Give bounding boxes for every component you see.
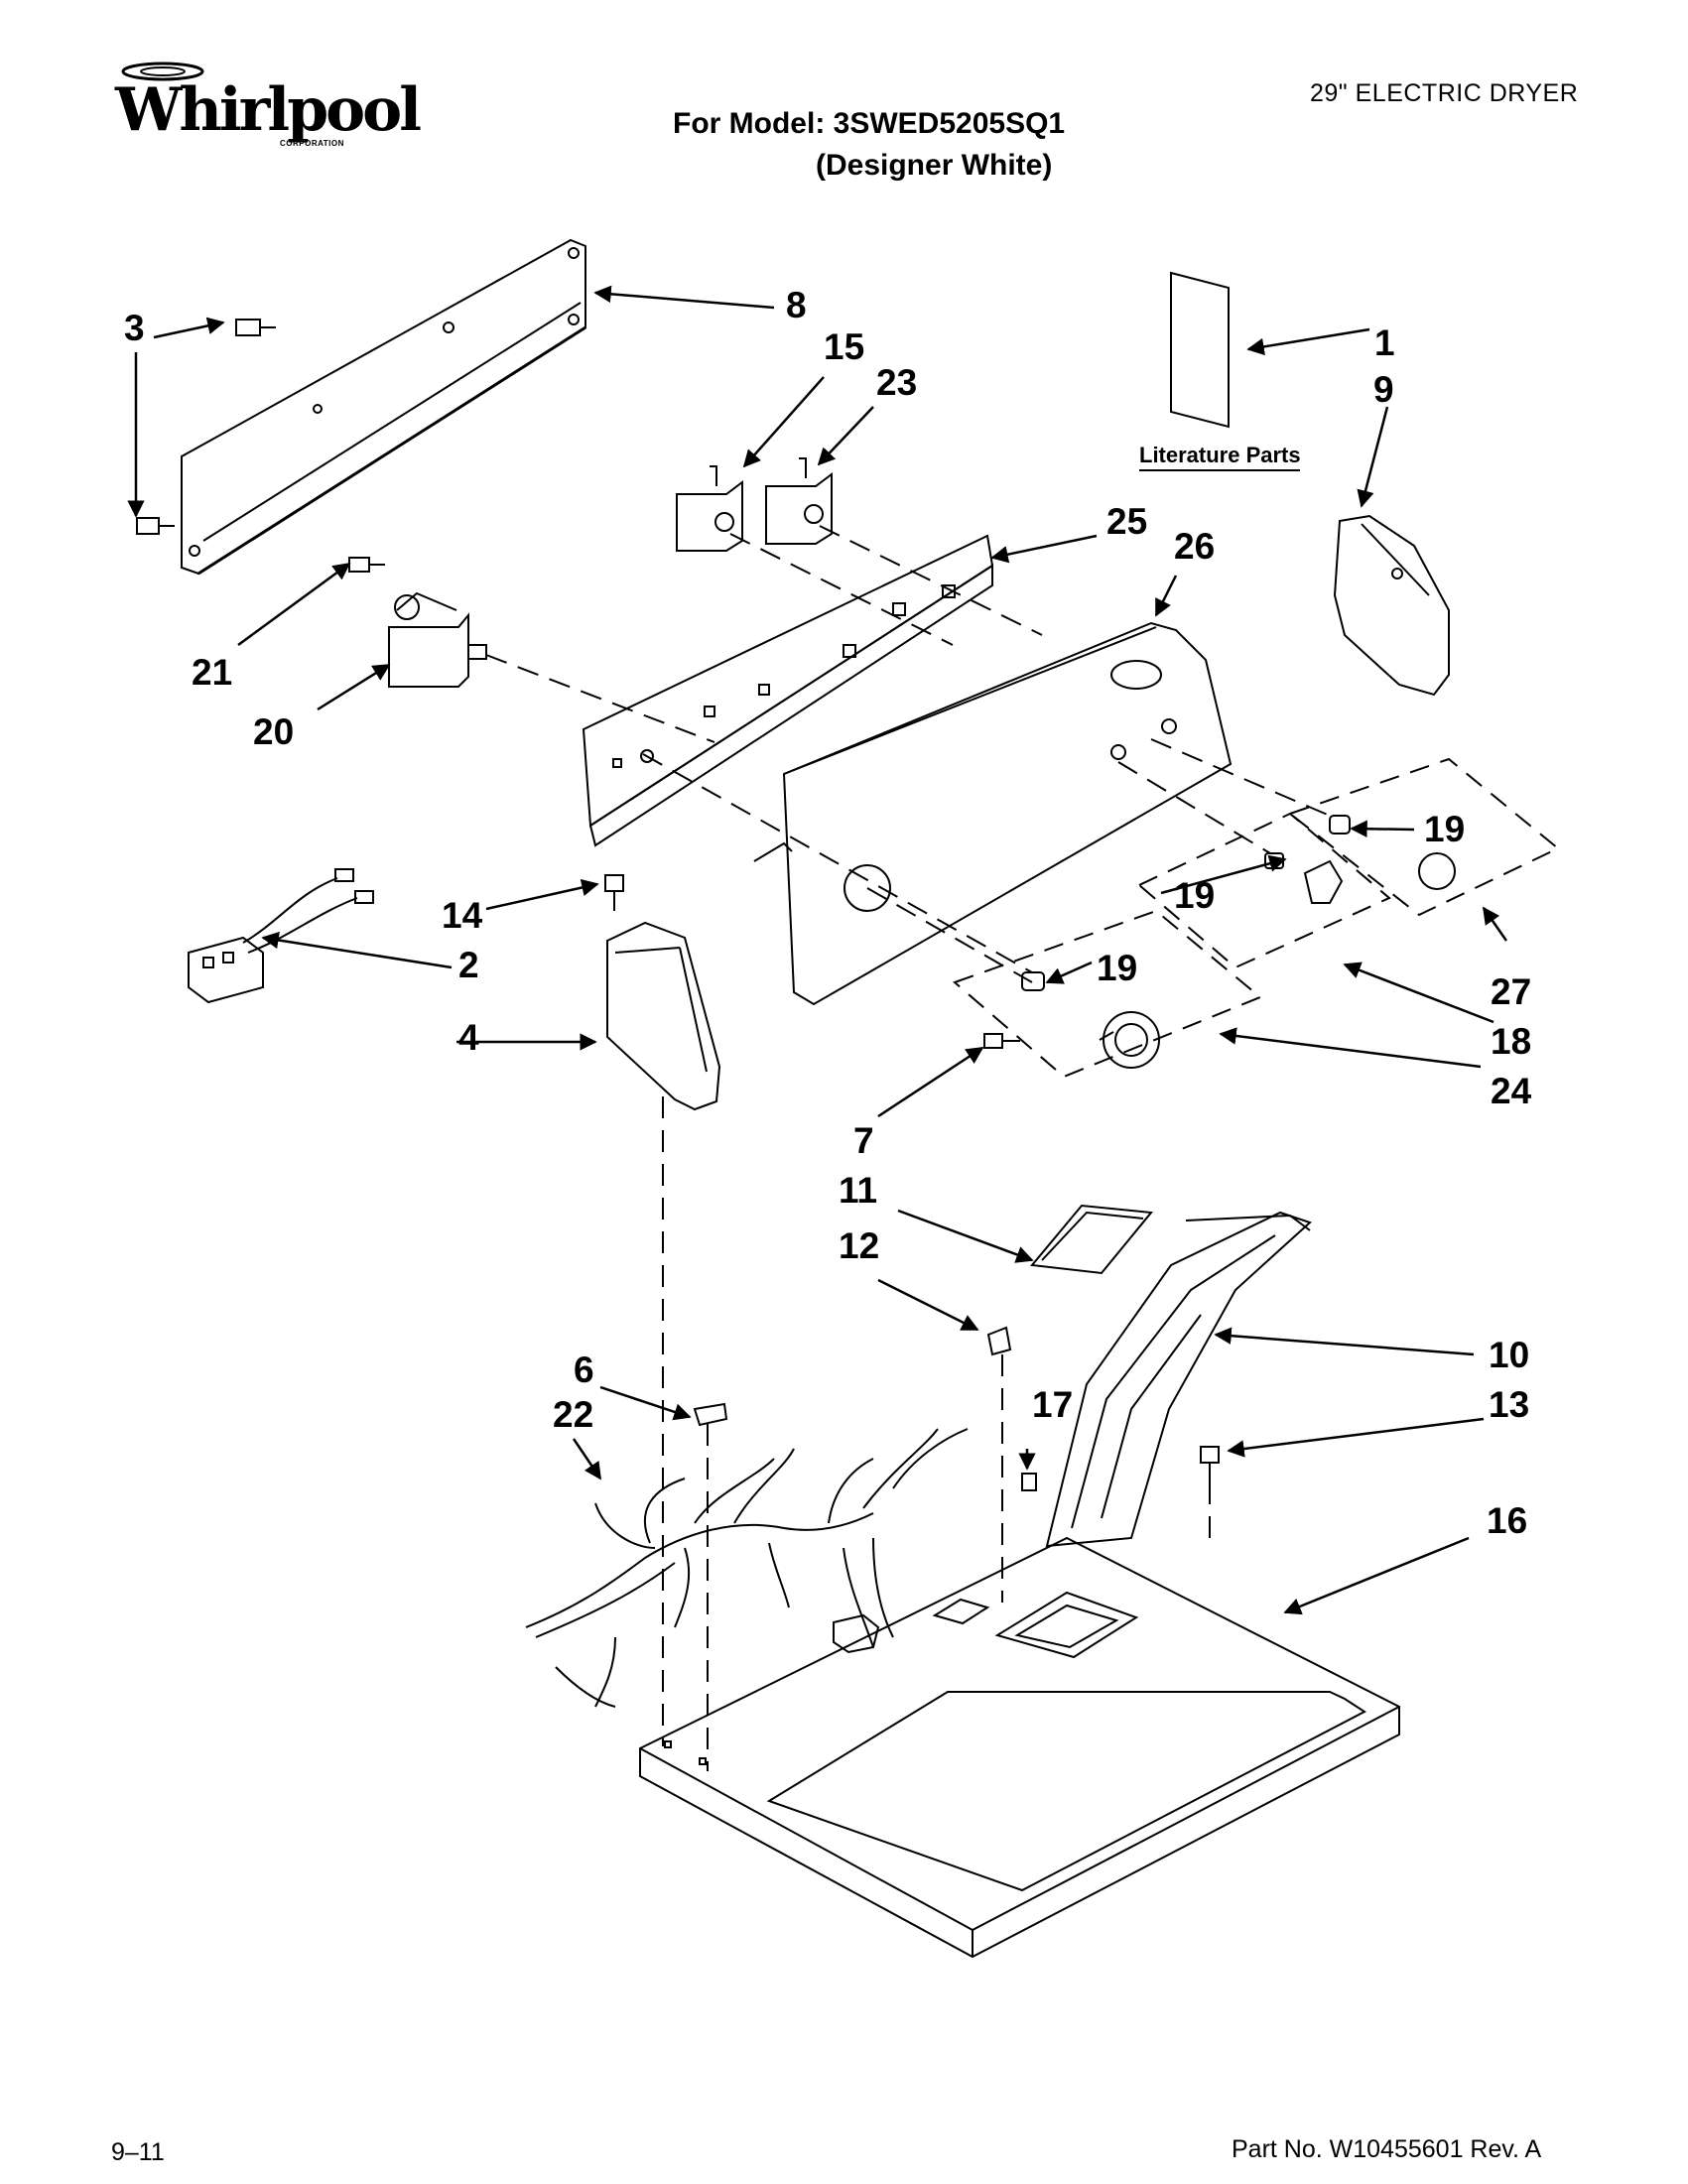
callout-8: 8 — [786, 285, 807, 325]
callout-15: 15 — [824, 326, 864, 367]
clip-part-12 — [986, 1326, 1012, 1356]
screw-part-13 — [1200, 1446, 1220, 1482]
rear-bracket-part — [181, 238, 586, 576]
end-cap-part-4 — [606, 921, 721, 1111]
logo-swirl-icon — [121, 62, 204, 81]
callout-12: 12 — [839, 1225, 879, 1266]
dryer-top-panel-part — [639, 1536, 1400, 1959]
callout-numbers: 3 8 1 15 23 9 25 26 21 20 19 19 19 14 2 … — [124, 285, 1532, 1541]
callout-4: 4 — [458, 1017, 479, 1058]
callout-10: 10 — [1489, 1335, 1529, 1375]
brand-corporation: CORPORATION — [280, 139, 344, 148]
assembly-guide-lines — [485, 525, 1331, 1771]
callout-3: 3 — [124, 308, 145, 348]
callout-1: 1 — [1374, 322, 1395, 363]
callout-19-a: 19 — [1424, 809, 1465, 849]
callout-25: 25 — [1106, 501, 1147, 542]
revision-date: 9–11 — [111, 2138, 165, 2166]
callout-18: 18 — [1491, 1021, 1531, 1062]
callout-7: 7 — [853, 1120, 874, 1161]
callout-19-b: 19 — [1174, 875, 1215, 916]
selector-switch-15 — [676, 465, 743, 552]
lint-screen-part — [1045, 1211, 1312, 1548]
callout-17: 17 — [1032, 1384, 1073, 1425]
brand-wordmark: Whirlpool — [115, 75, 422, 145]
knob-group-27 — [1287, 757, 1560, 917]
screw-part-14 — [604, 874, 624, 911]
callout-26: 26 — [1174, 526, 1215, 567]
screw-part-7 — [983, 1033, 1020, 1049]
appliance-type: 29" ELECTRIC DRYER — [1310, 79, 1579, 107]
callout-20: 20 — [253, 711, 294, 752]
console-end-cap-part — [1333, 514, 1450, 697]
screw-part-17 — [1021, 1473, 1037, 1491]
callout-27: 27 — [1491, 971, 1531, 1012]
whirlpool-logo: Whirlpool CORPORATION — [111, 58, 422, 157]
model-number: For Model: 3SWED5205SQ1 — [673, 107, 1066, 140]
callout-16: 16 — [1487, 1500, 1527, 1541]
literature-booklet-part — [1170, 271, 1230, 429]
callout-arrows — [127, 285, 1508, 1615]
clip-part-6 — [693, 1402, 728, 1427]
literature-parts-label: Literature Parts — [1139, 443, 1301, 467]
wire-harness-plug-part — [188, 868, 374, 1004]
screw-part-3 — [136, 319, 276, 535]
callout-11: 11 — [839, 1170, 877, 1211]
lint-housing-cover-part — [1030, 1204, 1153, 1275]
callout-21: 21 — [192, 652, 232, 693]
callout-22: 22 — [553, 1394, 593, 1435]
callout-9: 9 — [1373, 369, 1394, 410]
console-bracket-part — [582, 534, 994, 847]
part-number: Part No. W10455601 Rev. A — [1232, 2135, 1542, 2163]
callout-14: 14 — [442, 895, 483, 936]
knob-group-24 — [953, 909, 1262, 1079]
callout-6: 6 — [574, 1349, 594, 1390]
selector-switch-23 — [765, 457, 833, 545]
callout-24: 24 — [1491, 1071, 1532, 1111]
callout-13: 13 — [1489, 1384, 1529, 1425]
main-wiring-harness-part — [525, 1428, 969, 1708]
callout-19-c: 19 — [1097, 948, 1137, 988]
callout-23: 23 — [876, 362, 917, 403]
callout-2: 2 — [458, 945, 479, 985]
control-console-part — [753, 621, 1233, 1006]
timer-switch-part — [348, 557, 487, 688]
finish-color: (Designer White) — [816, 149, 1053, 182]
